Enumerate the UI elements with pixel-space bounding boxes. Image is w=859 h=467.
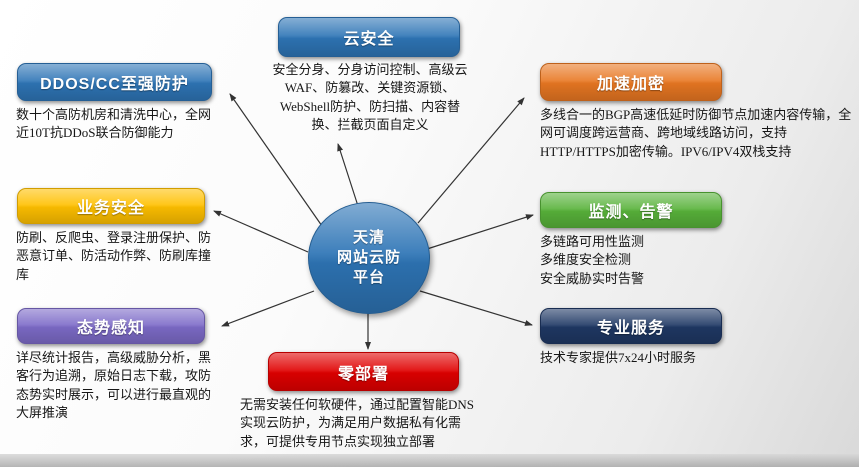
node-monitoring-alerting: 监测、告警: [540, 192, 722, 228]
node-acceleration-encryption-desc: 多线合一的BGP高速低延时防御节点加速内容传输，全网可调度跨运营商、跨地域线路访…: [540, 107, 852, 159]
node-zero-deployment-title: 零部署: [337, 365, 389, 383]
node-situation-awareness-title: 态势感知: [76, 320, 145, 337]
center-hub: 天清 网站云防 平台: [308, 202, 430, 314]
connector-to-monitoring: [426, 214, 534, 250]
node-cloud-security-title: 云安全: [343, 31, 395, 48]
connector-to-cloud-security: [337, 143, 359, 207]
node-business-security-desc: 防刷、反爬虫、登录注册保护、防恶意订单、防活动作弊、防刷库撞库: [16, 230, 212, 282]
node-situation-awareness: 态势感知: [17, 308, 205, 344]
connector-to-acceleration: [417, 97, 525, 224]
node-monitoring-alerting-desc: 多链路可用性监测 多维度安全检测 安全威胁实时告警: [540, 234, 645, 286]
node-acceleration-encryption-title: 加速加密: [596, 76, 665, 93]
connector-to-business-security: [213, 210, 309, 253]
node-acceleration-encryption: 加速加密: [540, 63, 722, 101]
node-cloud-security: 云安全: [278, 17, 460, 57]
node-monitoring-alerting-title: 监测、告警: [588, 204, 674, 221]
center-hub-label: 天清 网站云防 平台: [336, 228, 401, 287]
node-professional-service-desc: 技术专家提供7x24小时服务: [540, 350, 697, 365]
connector-to-ddos: [229, 93, 323, 227]
node-zero-deployment: 零部署: [268, 352, 459, 391]
node-ddos-cc-protection: DDOS/CC至强防护: [17, 63, 212, 101]
node-professional-service: 专业服务: [540, 308, 722, 344]
node-cloud-security-desc: 安全分身、分身访问控制、高级云WAF、防篡改、关键资源锁、WebShell防护、…: [272, 62, 468, 133]
node-business-security: 业务安全: [17, 188, 205, 224]
node-zero-deployment-desc: 无需安装任何软硬件，通过配置智能DNS实现云防护，为满足用户数据私有化需求，可提…: [240, 397, 475, 449]
node-ddos-cc-protection-title: DDOS/CC至强防护: [40, 76, 189, 93]
connector-to-situation: [221, 290, 315, 327]
connector-to-professional-service: [419, 290, 533, 326]
node-professional-service-title: 专业服务: [596, 320, 665, 337]
node-business-security-title: 业务安全: [76, 200, 145, 217]
node-situation-awareness-desc: 详尽统计报告，高级威胁分析，黑客行为追溯，原始日志下载，攻防态势实时展示，可以进…: [16, 350, 212, 421]
bottom-shadow-strip: [0, 454, 859, 467]
node-ddos-cc-protection-desc: 数十个高防机房和清洗中心，全网近10T抗DDoS联合防御能力: [16, 107, 212, 141]
